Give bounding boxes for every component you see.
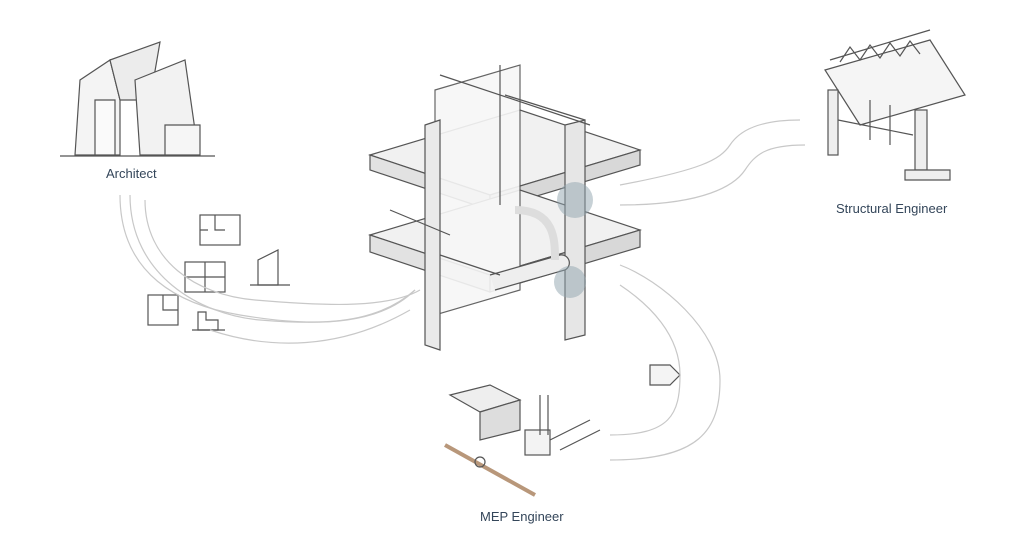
structural-engineer-label: Structural Engineer	[836, 201, 948, 216]
mep-systems-icon	[444, 364, 681, 497]
architect-label: Architect	[106, 166, 157, 181]
clash-highlights	[554, 182, 593, 298]
floor-plan-icons	[147, 214, 290, 331]
structural-frame-icon	[824, 29, 966, 181]
central-building-assembly	[368, 64, 642, 351]
mep-engineer-label: MEP Engineer	[480, 509, 564, 524]
flow-arrows	[119, 119, 806, 461]
architect-building-icon	[60, 41, 215, 157]
